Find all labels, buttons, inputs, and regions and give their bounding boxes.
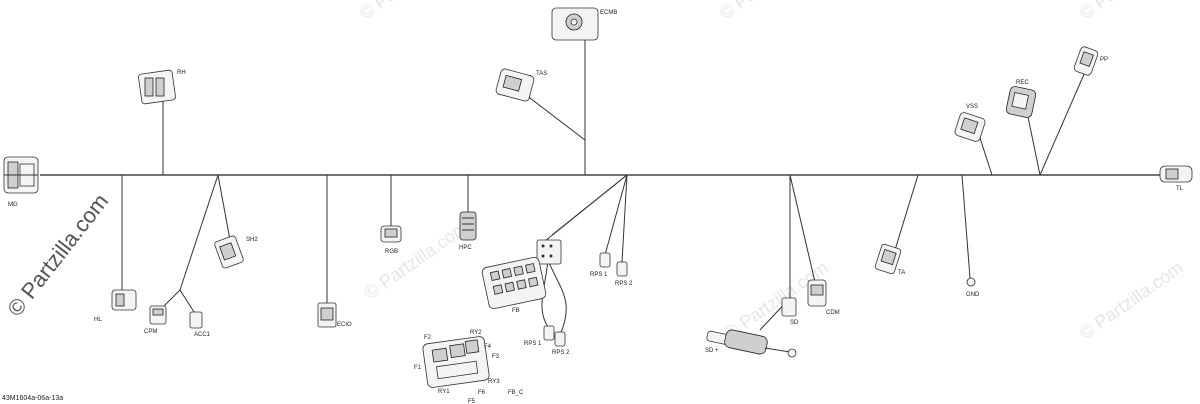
- connector-rps2-top: RPS 2: [615, 261, 633, 287]
- connector-cdm: CDM: [807, 279, 840, 316]
- wire-acc1: [179, 289, 197, 316]
- label-ta: TA: [898, 270, 905, 276]
- label-f3: F3: [492, 354, 500, 360]
- connector-acc1: ACC1: [189, 311, 211, 338]
- faint-watermarks: © Partzilla.com © Partzilla.com © Partzi…: [356, 0, 1187, 343]
- label-tl: TL: [1176, 186, 1184, 192]
- label-f1: F1: [414, 365, 422, 371]
- label-f2: F2: [424, 335, 432, 341]
- label-vss: VSS: [966, 104, 978, 110]
- connector-mg: MG: [3, 156, 39, 208]
- label-tas: TAS: [536, 71, 547, 77]
- label-acc1: ACC1: [194, 332, 211, 338]
- label-ry2: RY2: [470, 330, 482, 336]
- label-cpm: CPM: [144, 329, 157, 335]
- label-sh2: SH2: [246, 237, 258, 243]
- faint-watermark: © Partzilla.com: [1076, 0, 1187, 23]
- connector-cpm: CPM: [144, 305, 167, 335]
- label-sd-plus: SD +: [705, 348, 719, 354]
- label-fb-c: FB_C: [508, 390, 524, 396]
- label-fb: FB: [512, 308, 520, 314]
- wire-tas: [521, 91, 586, 141]
- faint-watermark: © Partzilla.com: [716, 0, 827, 23]
- connector-hl: HL: [94, 289, 137, 323]
- connector-rh: RH: [138, 69, 186, 105]
- fuse-box-fb: FB: [481, 256, 547, 314]
- label-hl: HL: [94, 317, 102, 323]
- starter-solenoid: SD +: [705, 329, 797, 358]
- connector-ecmb: ECMB: [551, 7, 617, 41]
- label-ry3: RY3: [488, 379, 500, 385]
- faint-watermark: © Partzilla.com: [1076, 257, 1187, 343]
- label-rec: REC: [1016, 80, 1029, 86]
- label-f5: F5: [468, 399, 476, 404]
- label-f6: F6: [478, 390, 486, 396]
- label-sd: SD: [790, 320, 799, 326]
- connector-rps1-bottom: RPS 1: [524, 325, 555, 347]
- partzilla-watermark: © Partzilla.com: [2, 189, 113, 321]
- wire-vss: [979, 137, 993, 176]
- wires-fuse-box: [539, 174, 628, 336]
- connector-sh2: SH2: [214, 235, 258, 269]
- splice-block: [536, 239, 562, 265]
- connector-pp: PP: [1073, 46, 1108, 76]
- label-mg: MG: [8, 202, 18, 208]
- wire-gnd: [961, 174, 971, 279]
- label-hpc: HPC: [459, 245, 472, 251]
- wire-cdm: [789, 174, 816, 283]
- wire-rec: [1026, 111, 1041, 176]
- connector-sd: SD: [781, 297, 799, 326]
- label-rh: RH: [177, 70, 186, 76]
- label-f4: F4: [484, 344, 492, 350]
- label-ecio: ECIO: [337, 322, 352, 328]
- label-rps2-bottom: RPS 2: [552, 350, 570, 356]
- label-cdm: CDM: [826, 310, 840, 316]
- fuse-relay-block: F2 RY2 F4 F3 F1 RY1 RY3 F6 F5 FB_C: [414, 330, 524, 404]
- label-rps1-top: RPS 1: [590, 272, 608, 278]
- label-rgb: RGB: [385, 249, 398, 255]
- connector-rec: REC: [1005, 80, 1037, 118]
- faint-watermark: © Partzilla.com: [361, 217, 472, 303]
- ground-terminal: GND: [966, 277, 980, 298]
- connector-rps1-top: RPS 1: [590, 252, 611, 278]
- connector-ecio: ECIO: [317, 302, 352, 328]
- label-pp: PP: [1100, 57, 1108, 63]
- label-ecmb: ECMB: [600, 10, 617, 16]
- wire-cpm-acc1: [159, 174, 219, 311]
- connector-rgb: RGB: [380, 225, 402, 255]
- label-gnd: GND: [966, 292, 980, 298]
- faint-watermark: © Partzilla.com: [356, 0, 467, 23]
- label-rps2-top: RPS 2: [615, 281, 633, 287]
- wire-ta: [894, 174, 919, 251]
- connector-hpc: HPC: [459, 211, 477, 251]
- connector-vss: VSS: [954, 104, 986, 142]
- connector-rps2-bottom: RPS 2: [552, 331, 570, 356]
- wire-pp: [1039, 71, 1086, 176]
- connector-tas: TAS: [495, 68, 547, 102]
- connector-ta: TA: [874, 243, 905, 276]
- wire-sh2: [217, 174, 231, 241]
- label-rps1-bottom: RPS 1: [524, 341, 542, 347]
- label-ry1: RY1: [438, 389, 450, 395]
- connector-tl: TL: [1159, 165, 1193, 192]
- diagram-code: 43M1604a-06a-13a: [2, 395, 63, 402]
